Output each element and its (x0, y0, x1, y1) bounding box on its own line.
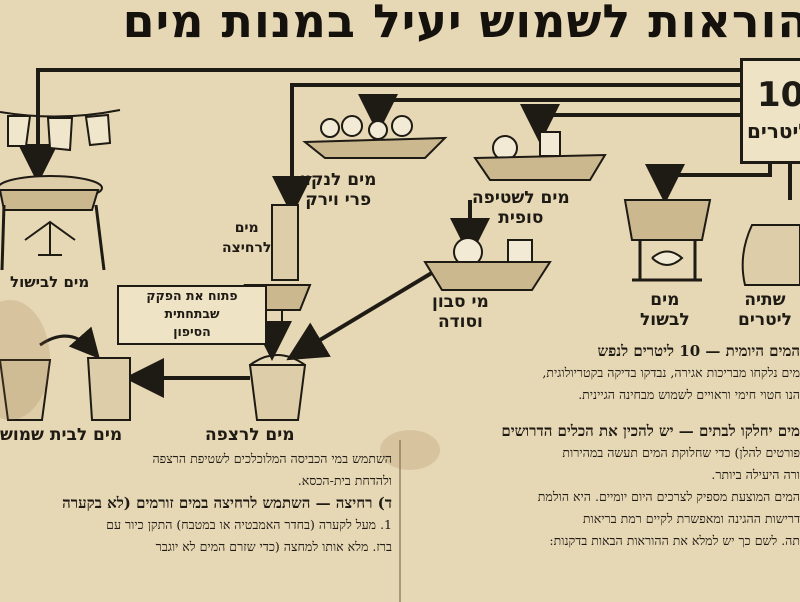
text-line: 1. מעל לקערה (בחדר האמבטיה או במטבח) התק… (106, 517, 392, 532)
text-line: ורה היעילה ביותר. (711, 467, 800, 482)
text-line: המים היומית — 10 ליטרים לנפש (597, 342, 800, 360)
text-line: פורטים להלן) כדי שחלוקת המים תעשה במהירו… (562, 445, 800, 460)
flow-arrows (18, 68, 792, 398)
text-line: השתמש במי הכביסה המלוכלכים לשטיפת הרצפה (152, 451, 392, 466)
text-column-left: השתמש במי הכביסה המלוכלכים לשטיפת הרצפה … (0, 448, 392, 602)
label-toilet: מים לבית שמוש (0, 425, 123, 445)
text-line: מים נלקחו מבריכות אגירה, נבדקו בדיקה בקט… (542, 365, 800, 380)
text-line: מים יחלקו לבתים — יש להכין את הכלים הדרו… (501, 422, 800, 440)
text-line: הנו חטוי חימי וראויים לשמוש מבחינה הגיינ… (578, 387, 800, 402)
text-line: ולהדחת בית-הכסא. (297, 473, 392, 488)
text-line: דרישות ההגינה ומאפשרת לקיים רמת בריאות (582, 511, 800, 526)
text-line: ד) רחיצה — השתמש לרחיצה במים זורמים (לא … (62, 494, 392, 512)
floor-bucket (248, 354, 307, 421)
drinking-pitcher (741, 224, 800, 286)
soap-basin (423, 237, 552, 291)
label-floor: מים לרצפה (205, 425, 295, 445)
supply-amount: 10 (757, 75, 800, 115)
text-column-right: המים היומית — 10 ליטרים לנפש מים נלקחו מ… (410, 340, 800, 602)
cooking-pot (623, 199, 712, 282)
page-title: הוראות לשמוש יעיל במנות מים (122, 0, 800, 48)
water-supply-box: 10 ליטרים (740, 58, 800, 164)
text-line: המים המוצעת מספיק לצרכים היום יומיים. הי… (537, 489, 800, 504)
fruit-bowl (302, 115, 448, 159)
text-line: ברז. מלא אותו למחצה (כדי שזרם המים לא יו… (155, 539, 392, 554)
supply-unit: ליטרים (747, 119, 800, 143)
text-line: תה. לשם כך יש למלא את ההוראות הבאות בדקנ… (549, 533, 800, 548)
laundry-line (0, 109, 121, 152)
toilet (0, 326, 131, 421)
label-cooking-small: מים לבישול (10, 273, 90, 291)
dish-basin (473, 131, 607, 181)
laundry-tub (0, 175, 106, 271)
